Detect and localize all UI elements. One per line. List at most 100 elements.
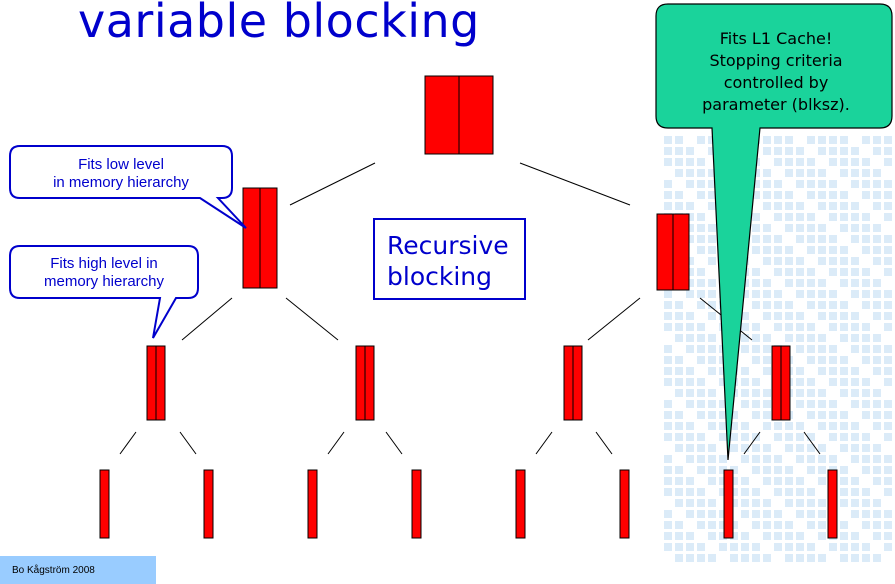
pattern-cell [785, 257, 793, 265]
callout-l1-line-2: Stopping criteria [709, 51, 843, 70]
pattern-cell [807, 345, 815, 353]
pattern-cell [840, 488, 848, 496]
pattern-cell [796, 400, 804, 408]
pattern-cell [686, 499, 694, 507]
pattern-cell [840, 433, 848, 441]
pattern-cell [818, 235, 826, 243]
pattern-cell [829, 268, 837, 276]
tree-edge-9 [327, 431, 345, 455]
pattern-cell [840, 158, 848, 166]
pattern-cell [752, 455, 760, 463]
pattern-cell [708, 169, 716, 177]
pattern-cell [675, 147, 683, 155]
pattern-cell [763, 136, 771, 144]
pattern-cell [873, 290, 881, 298]
pattern-cell [730, 488, 738, 496]
pattern-cell [829, 202, 837, 210]
pattern-cell [785, 246, 793, 254]
pattern-cell [840, 169, 848, 177]
pattern-cell [774, 191, 782, 199]
pattern-cell [785, 433, 793, 441]
pattern-cell [664, 345, 672, 353]
pattern-cell [851, 510, 859, 518]
pattern-cell [664, 510, 672, 518]
pattern-cell [774, 466, 782, 474]
pattern-cell [763, 356, 771, 364]
pattern-cell [796, 510, 804, 518]
pattern-cell [807, 356, 815, 364]
pattern-cell [697, 345, 705, 353]
pattern-cell [763, 180, 771, 188]
pattern-cell [708, 532, 716, 540]
pattern-cell [873, 345, 881, 353]
pattern-cell [840, 543, 848, 551]
pattern-cell [741, 334, 749, 342]
pattern-cell [752, 521, 760, 529]
pattern-cell [807, 235, 815, 243]
pattern-cell [686, 444, 694, 452]
pattern-cell [664, 147, 672, 155]
pattern-cell [851, 488, 859, 496]
pattern-cell [796, 488, 804, 496]
pattern-cell [873, 356, 881, 364]
callout-high-level-line-1: Fits high level in [50, 255, 158, 272]
pattern-cell [752, 246, 760, 254]
pattern-cell [741, 532, 749, 540]
pattern-cell [774, 488, 782, 496]
pattern-cell [785, 312, 793, 320]
pattern-cell [752, 290, 760, 298]
pattern-cell [796, 532, 804, 540]
pattern-cell [862, 521, 870, 529]
pattern-cell [807, 290, 815, 298]
pattern-cell [708, 290, 716, 298]
pattern-cell [686, 290, 694, 298]
pattern-cell [763, 224, 771, 232]
pattern-cell [675, 389, 683, 397]
pattern-cell [785, 213, 793, 221]
pattern-cell [664, 301, 672, 309]
pattern-cell [719, 400, 727, 408]
pattern-cell [862, 323, 870, 331]
pattern-cell [840, 334, 848, 342]
pattern-cell [884, 455, 892, 463]
pattern-cell [862, 301, 870, 309]
pattern-cell [862, 136, 870, 144]
pattern-cell [818, 224, 826, 232]
pattern-cell [763, 191, 771, 199]
pattern-cell [708, 477, 716, 485]
pattern-cell [708, 301, 716, 309]
pattern-cell [686, 422, 694, 430]
pattern-cell [884, 488, 892, 496]
pattern-cell [807, 466, 815, 474]
pattern-cell [708, 279, 716, 287]
pattern-cell [752, 323, 760, 331]
pattern-cell [873, 136, 881, 144]
pattern-cell [697, 521, 705, 529]
pattern-cell [873, 389, 881, 397]
pattern-cell [686, 279, 694, 287]
pattern-cell [763, 279, 771, 287]
pattern-cell [741, 543, 749, 551]
pattern-cell [708, 257, 716, 265]
pattern-cell [686, 543, 694, 551]
pattern-cell [851, 224, 859, 232]
callout-l1-line-1: Fits L1 Cache! [719, 29, 833, 48]
pattern-cell [840, 224, 848, 232]
pattern-cell [774, 235, 782, 243]
pattern-cell [796, 499, 804, 507]
callout-low-level-line-1: Fits low level [78, 156, 164, 173]
pattern-cell [818, 147, 826, 155]
pattern-cell [664, 312, 672, 320]
pattern-cell [829, 235, 837, 243]
pattern-cell [873, 334, 881, 342]
callout-low-level-bubble [9, 145, 247, 229]
pattern-cell [752, 389, 760, 397]
pattern-cell [719, 488, 727, 496]
pattern-cell [873, 279, 881, 287]
pattern-cell [741, 433, 749, 441]
pattern-cell [686, 488, 694, 496]
pattern-cell [862, 224, 870, 232]
pattern-cell [884, 422, 892, 430]
pattern-cell [796, 334, 804, 342]
pattern-cell [840, 499, 848, 507]
